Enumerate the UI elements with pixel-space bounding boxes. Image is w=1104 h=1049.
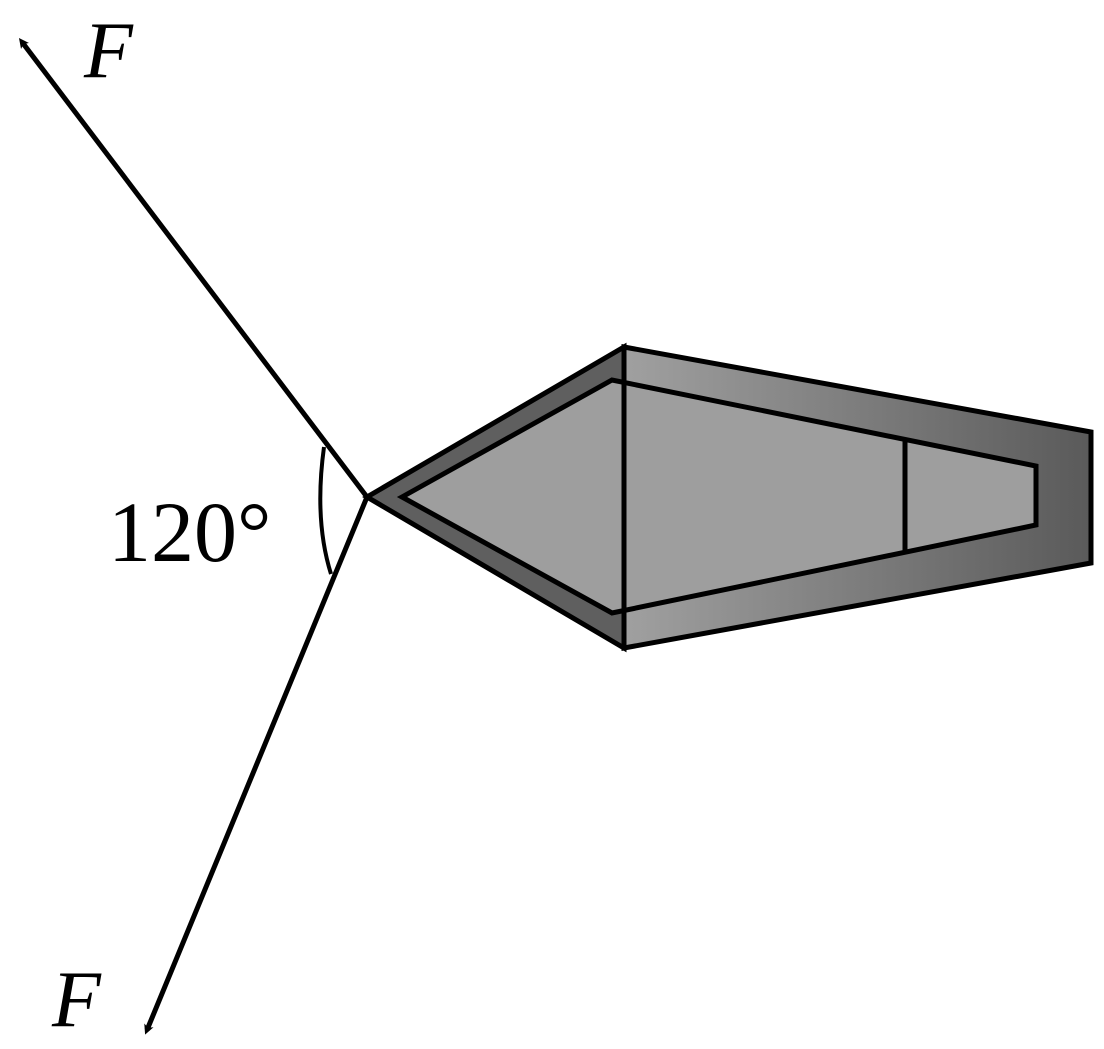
force-label-lower: F bbox=[51, 956, 102, 1044]
forces bbox=[18, 38, 370, 1035]
angle-label: 120° bbox=[108, 484, 271, 580]
boat bbox=[362, 342, 1094, 653]
force-label-upper: F bbox=[83, 7, 134, 95]
boat-deck bbox=[396, 377, 1039, 616]
force-arrow-upper bbox=[18, 38, 369, 499]
angle-arc bbox=[318, 446, 333, 575]
force-arrow-lower bbox=[144, 496, 370, 1035]
